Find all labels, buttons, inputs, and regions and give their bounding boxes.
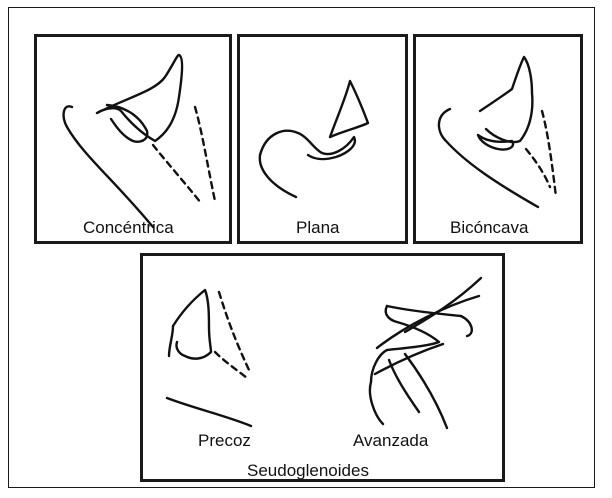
concentrica-glenoid-outline bbox=[97, 55, 182, 141]
precoz-glenoid-outline bbox=[173, 290, 211, 359]
panel-seudoglenoides: Precoz Avanzada Seudoglenoides bbox=[140, 253, 505, 482]
biconcava-neck-line bbox=[439, 109, 538, 207]
biconcava-label: Bicóncava bbox=[450, 219, 528, 236]
biconcava-dashed-shaft-2 bbox=[526, 149, 550, 187]
plana-glenoid-outline bbox=[330, 81, 368, 137]
panel-biconcava: Bicóncava bbox=[413, 34, 583, 244]
biconcava-drawing bbox=[416, 37, 580, 241]
avanzada-shaft-2 bbox=[405, 354, 447, 428]
precoz-base-line bbox=[167, 398, 251, 426]
plana-humeral-head bbox=[260, 131, 355, 159]
avanzada-line-mid bbox=[377, 296, 479, 348]
seudoglenoides-label: Seudoglenoides bbox=[247, 462, 369, 479]
precoz-label: Precoz bbox=[198, 432, 251, 449]
panel-concentrica: Concéntrica bbox=[34, 34, 232, 244]
biconcava-dashed-shaft-1 bbox=[542, 111, 556, 197]
concentrica-drawing bbox=[37, 37, 229, 241]
figure-frame: Concéntrica Plana Bicóncava bbox=[8, 7, 595, 488]
plana-drawing bbox=[240, 37, 405, 241]
seudoglenoides-drawing bbox=[143, 256, 502, 479]
plana-neck-line bbox=[260, 155, 296, 197]
concentrica-label: Concéntrica bbox=[83, 219, 174, 236]
concentrica-dashed-shaft-1 bbox=[195, 107, 215, 201]
avanzada-label: Avanzada bbox=[353, 432, 428, 449]
biconcava-glenoid-outline bbox=[480, 57, 532, 142]
avanzada-base bbox=[370, 382, 383, 424]
concentrica-dashed-shaft-2 bbox=[153, 145, 201, 203]
plana-label: Plana bbox=[296, 219, 339, 236]
concentrica-neck-line bbox=[64, 106, 153, 227]
panel-plana: Plana bbox=[237, 34, 408, 244]
precoz-neck bbox=[169, 326, 173, 356]
concentrica-humeral-head bbox=[107, 105, 147, 142]
